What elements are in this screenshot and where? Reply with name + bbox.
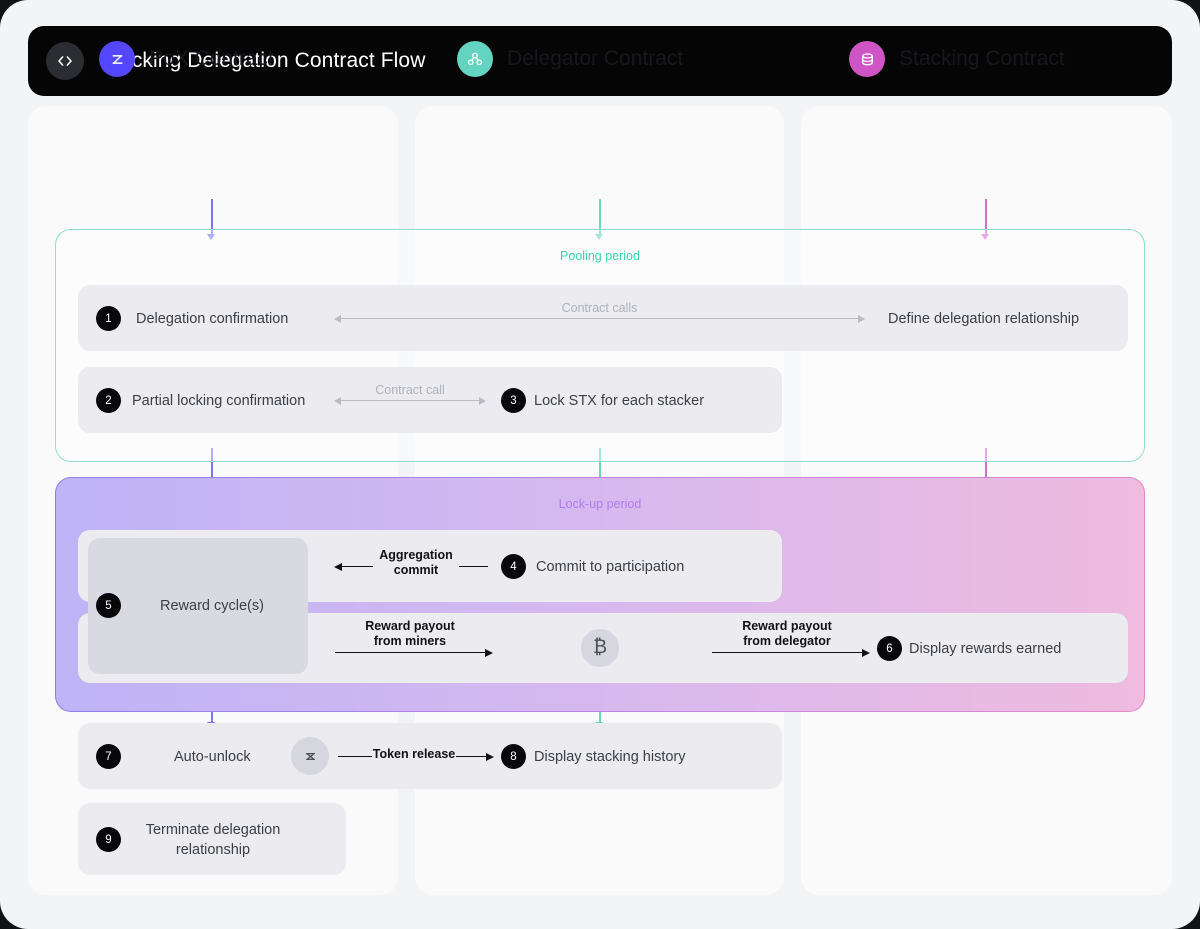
step-label-1-right: Define delegation relationship xyxy=(888,311,1080,327)
connector-label: Aggregation commit xyxy=(374,548,458,578)
diagram-header: Stacking Delegation Contract Flow xyxy=(28,26,1172,96)
connector-label-line1: Reward payout xyxy=(742,619,832,633)
connector-label: Contract calls xyxy=(544,301,655,316)
connector-label: Token release xyxy=(372,747,456,761)
vline-pox-lockup xyxy=(211,448,213,484)
connector-arrow-right xyxy=(858,314,865,323)
connector-label: Contract call xyxy=(362,383,458,398)
vline-delegator-pooling xyxy=(599,199,601,235)
connector-line xyxy=(712,652,862,654)
bitcoin-icon: ₿ xyxy=(581,629,619,667)
vline-pox-pooling xyxy=(211,199,213,235)
column-header-label: PoX Contract xyxy=(149,47,274,70)
connector-arrow-left xyxy=(334,396,341,405)
step-badge-3: 3 xyxy=(501,388,526,413)
connector-line-left xyxy=(341,566,373,568)
step-label-6: Display rewards earned xyxy=(909,641,1062,657)
connector-arrow-right xyxy=(485,648,493,657)
user-group-icon xyxy=(457,41,493,77)
step-row-7 xyxy=(78,723,782,789)
connector-label: Reward payout from miners xyxy=(335,619,485,649)
column-header-stacking: Stacking Contract xyxy=(849,41,1065,77)
connector-arrow-right xyxy=(862,648,870,657)
connector-line xyxy=(340,318,859,320)
varrow-delegator-pooling xyxy=(595,234,603,240)
stacks-logo-icon xyxy=(99,41,135,77)
connector-line-left xyxy=(338,756,372,758)
step-label-9: Terminate delegation relationship xyxy=(145,822,281,858)
varrow-stacking-pooling xyxy=(981,234,989,240)
column-header-label: Delegator Contract xyxy=(507,47,684,70)
step-badge-2: 2 xyxy=(96,388,121,413)
connector-arrow-left xyxy=(334,562,342,571)
connector-arrow-left xyxy=(334,314,341,323)
period-label-lockup: Lock-up period xyxy=(558,497,642,511)
step-badge-8: 8 xyxy=(501,744,526,769)
step-badge-5: 5 xyxy=(96,593,121,618)
step-label-1: Delegation confirmation xyxy=(136,311,289,327)
connector-arrow-right xyxy=(479,396,486,405)
vline-pox-bottom xyxy=(211,700,213,723)
step-badge-1: 1 xyxy=(96,306,121,331)
step-label-2: Partial locking confirmation xyxy=(132,393,306,409)
step-badge-7: 7 xyxy=(96,744,121,769)
column-header-delegator: Delegator Contract xyxy=(457,41,683,77)
step-row-9 xyxy=(78,803,346,875)
vline-delegator-lockup xyxy=(599,448,601,484)
connector-label-line2: from delegator xyxy=(743,634,831,648)
varrow-pox-pooling xyxy=(207,234,215,240)
database-icon xyxy=(849,41,885,77)
connector-label: Reward payout from delegator xyxy=(712,619,862,649)
period-label-pooling: Pooling period xyxy=(560,249,640,263)
connector-line-right xyxy=(459,566,488,568)
code-brackets-icon xyxy=(46,42,84,80)
stacks-token-icon xyxy=(291,737,329,775)
reward-cycle-box xyxy=(88,538,308,674)
bitcoin-glyph: ₿ xyxy=(592,637,608,658)
step-badge-6: 6 xyxy=(877,636,902,661)
step-label-7: Auto-unlock xyxy=(174,749,251,765)
page-title: Stacking Delegation Contract Flow xyxy=(100,49,426,72)
step-label-4: Commit to participation xyxy=(536,559,685,575)
column-header-label: Stacking Contract xyxy=(899,47,1065,70)
connector-line xyxy=(335,652,485,654)
step-label-5: Reward cycle(s) xyxy=(160,598,264,614)
connector-label-line2: commit xyxy=(393,563,439,577)
vline-delegator-bottom xyxy=(599,700,601,723)
connector-label-line1: Aggregation xyxy=(379,548,453,562)
step-label-3: Lock STX for each stacker xyxy=(534,393,705,409)
connector-label-line2: from miners xyxy=(373,634,447,648)
connector-arrow-right xyxy=(486,752,494,761)
vline-stacking-pooling xyxy=(985,199,987,235)
step-badge-4: 4 xyxy=(501,554,526,579)
step-badge-9: 9 xyxy=(96,827,121,852)
step-label-8: Display stacking history xyxy=(534,749,686,765)
column-header-pox: PoX Contract xyxy=(99,41,274,77)
connector-line-right xyxy=(456,756,486,758)
connector-label-line1: Reward payout xyxy=(365,619,455,633)
connector-line xyxy=(340,400,480,402)
vline-stacking-lockup xyxy=(985,448,987,484)
